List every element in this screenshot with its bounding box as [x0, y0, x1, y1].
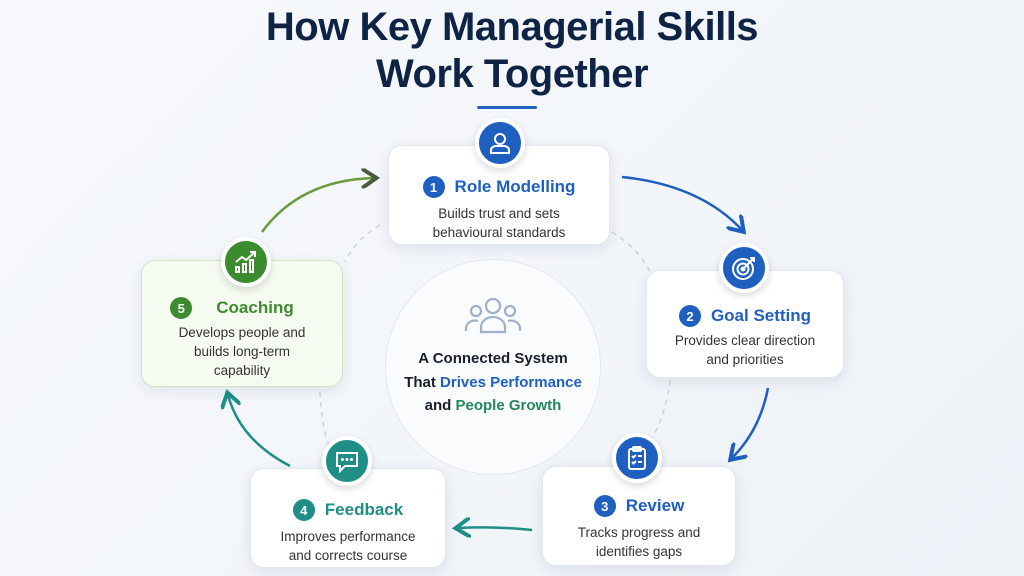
chat-icon	[322, 436, 372, 486]
target-icon	[719, 243, 769, 293]
step-desc: Provides clear direction	[674, 333, 816, 348]
step-title: Feedback	[324, 500, 404, 519]
step-number: 4	[292, 499, 315, 521]
step-desc: capability	[213, 363, 271, 378]
arrow-4-to-5	[228, 395, 291, 468]
step-number: 3	[593, 495, 616, 517]
step-number: 2	[678, 305, 701, 327]
step-card-coaching: 5 Coaching Develops people and builds long…	[141, 260, 343, 387]
step-desc: and corrects course	[288, 548, 408, 563]
step-title: Coaching	[216, 298, 294, 317]
center-line-1: A Connected System	[418, 350, 568, 367]
step-desc: Builds trust and sets	[438, 206, 560, 221]
step-desc: Tracks progress and	[577, 525, 701, 540]
step-card-review: 3 Review Tracks progress and identifies ga…	[542, 466, 736, 566]
growth-chart-icon	[221, 237, 271, 287]
center-text: That	[404, 373, 441, 391]
step-number: 1	[422, 176, 445, 198]
step-desc: builds long-term	[193, 344, 291, 359]
step-desc: Improves performance	[280, 529, 416, 544]
center-text: and	[424, 397, 456, 414]
step-title: Role Modelling	[454, 177, 576, 196]
step-desc: behavioural standards	[432, 225, 566, 240]
center-highlight-growth: People Growth	[455, 397, 562, 414]
arrow-1-to-2	[621, 175, 742, 230]
step-title: Goal Setting	[710, 306, 812, 325]
title-underline	[477, 106, 537, 109]
step-title: Review	[625, 496, 685, 515]
center-circle: A Connected System That Drives Performan…	[385, 259, 601, 475]
step-desc: identifies gaps	[595, 544, 683, 559]
person-icon	[475, 118, 525, 168]
step-card-role-modelling: 1 Role Modelling Builds trust and sets beh…	[388, 145, 610, 245]
step-desc: Develops people and	[178, 325, 306, 340]
arrow-3-to-4	[458, 527, 533, 530]
clipboard-icon	[612, 433, 662, 483]
step-number: 5	[170, 297, 193, 319]
center-highlight-performance: Drives Performance	[440, 373, 582, 391]
people-group-icon	[464, 297, 522, 334]
arrow-5-to-1	[260, 178, 374, 233]
step-desc: and priorities	[706, 352, 784, 367]
arrow-2-to-3	[732, 387, 770, 458]
